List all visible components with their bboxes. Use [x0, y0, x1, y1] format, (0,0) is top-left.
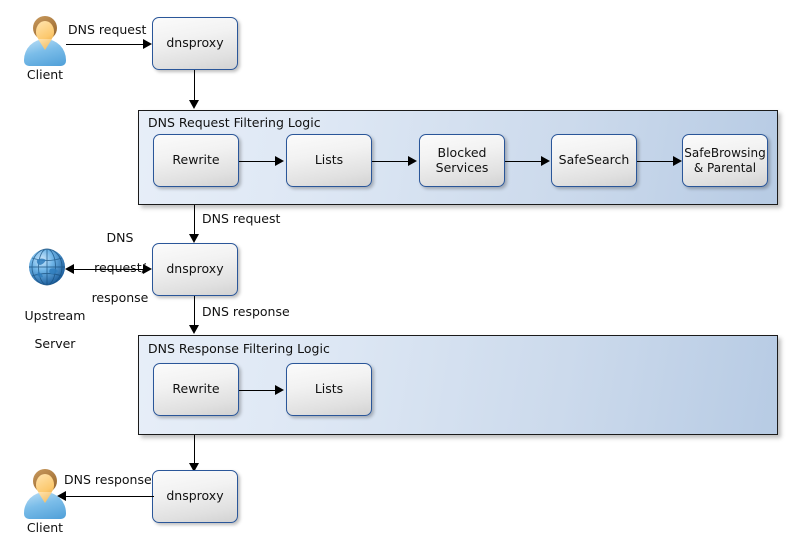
client-bottom-label: Client: [26, 520, 64, 535]
edge-lists-to-blocked-arrowhead: [408, 156, 417, 166]
stage-lists-request[interactable]: Lists: [286, 134, 372, 187]
edge-label-line1: DNS: [106, 230, 134, 245]
stage-label: Lists: [314, 152, 344, 168]
edge-blocked-to-safesearch-arrowhead: [541, 156, 550, 166]
stage-label: Blocked Services: [435, 145, 489, 175]
stage-rewrite-request[interactable]: Rewrite: [153, 134, 239, 187]
stage-label-line1: Blocked: [437, 145, 487, 160]
edge-rewrite-to-lists-response-line: [239, 390, 276, 391]
edge-proxy-to-client-line: [66, 496, 154, 497]
person-face: [36, 474, 54, 495]
edge-label-proxy-to-response-panel: DNS response: [202, 304, 290, 319]
person-collar: [38, 39, 52, 50]
edge-response-panel-to-proxy-arrowhead: [189, 463, 199, 472]
edge-proxy-to-request-panel-line: [194, 70, 195, 101]
stage-label-line1: SafeBrowsing: [684, 146, 766, 160]
dnsproxy-top-node[interactable]: dnsproxy: [152, 17, 238, 70]
panel-response-filtering: [138, 335, 778, 435]
upstream-label-line2: Server: [34, 336, 76, 351]
dnsproxy-middle-node[interactable]: dnsproxy: [152, 243, 238, 296]
edge-client-to-proxy-line: [66, 44, 144, 45]
stage-label-line2: Services: [435, 159, 489, 175]
upstream-label-line1: Upstream: [24, 308, 86, 323]
stage-lists-response[interactable]: Lists: [286, 363, 372, 416]
stage-rewrite-response[interactable]: Rewrite: [153, 363, 239, 416]
panel-request-filtering-title: DNS Request Filtering Logic: [148, 115, 321, 130]
dnsproxy-top-label: dnsproxy: [166, 35, 224, 51]
edge-upstream-arrowhead-right: [143, 264, 152, 274]
stage-label: SafeSearch: [558, 152, 630, 168]
edge-label-proxy-to-upstream: DNS request/ response: [72, 215, 152, 320]
edge-request-panel-to-proxy-arrowhead: [189, 234, 199, 243]
stage-blocked-services[interactable]: Blocked Services: [419, 134, 505, 187]
edge-proxy-to-response-panel-line: [194, 296, 195, 326]
edge-rewrite-to-lists-response-arrowhead: [275, 385, 284, 395]
person-face: [36, 21, 54, 42]
edge-label-line2: request/: [94, 260, 146, 275]
edge-proxy-to-response-panel-arrowhead: [189, 325, 199, 334]
edge-upstream-proxy-line: [74, 269, 144, 270]
dnsproxy-middle-label: dnsproxy: [166, 261, 224, 277]
stage-label: Lists: [314, 381, 344, 397]
edge-safesearch-to-safebrowsing-line: [637, 161, 674, 162]
edge-blocked-to-safesearch-line: [505, 161, 542, 162]
dnsproxy-bottom-node[interactable]: dnsproxy: [152, 470, 238, 523]
stage-label-line2: & Parental: [693, 160, 757, 175]
client-top-label: Client: [26, 67, 64, 82]
edge-request-panel-to-proxy-line: [194, 205, 195, 237]
edge-response-panel-to-proxy-line: [194, 435, 195, 465]
edge-rewrite-to-lists-arrowhead: [275, 156, 284, 166]
edge-upstream-arrowhead-left: [65, 264, 74, 274]
person-icon-client-bottom: [21, 469, 69, 519]
edge-label-proxy-to-client: DNS response: [64, 472, 152, 487]
person-icon-client-top: [21, 16, 69, 66]
edge-label-request-panel-to-proxy: DNS request: [202, 211, 281, 226]
stage-safebrowsing-parental[interactable]: SafeBrowsing & Parental: [682, 134, 768, 187]
edge-proxy-to-client-arrowhead: [57, 491, 66, 501]
panel-response-filtering-title: DNS Response Filtering Logic: [148, 341, 330, 356]
edge-safesearch-to-safebrowsing-arrowhead: [673, 156, 682, 166]
edge-label-line3: response: [91, 290, 149, 305]
person-collar: [38, 492, 52, 503]
edge-proxy-to-request-panel-arrowhead: [189, 100, 199, 109]
dnsproxy-bottom-label: dnsproxy: [166, 488, 224, 504]
stage-label: Rewrite: [172, 152, 220, 168]
stage-label: SafeBrowsing & Parental: [684, 146, 765, 175]
edge-label-client-to-proxy: DNS request: [68, 22, 147, 37]
globe-icon-upstream: [29, 248, 65, 286]
upstream-label: Upstream Server: [7, 295, 87, 365]
stage-safesearch[interactable]: SafeSearch: [551, 134, 637, 187]
edge-rewrite-to-lists-line: [239, 161, 276, 162]
edge-client-to-proxy-arrowhead: [143, 39, 152, 49]
stage-label: Rewrite: [172, 381, 220, 397]
edge-lists-to-blocked-line: [372, 161, 409, 162]
